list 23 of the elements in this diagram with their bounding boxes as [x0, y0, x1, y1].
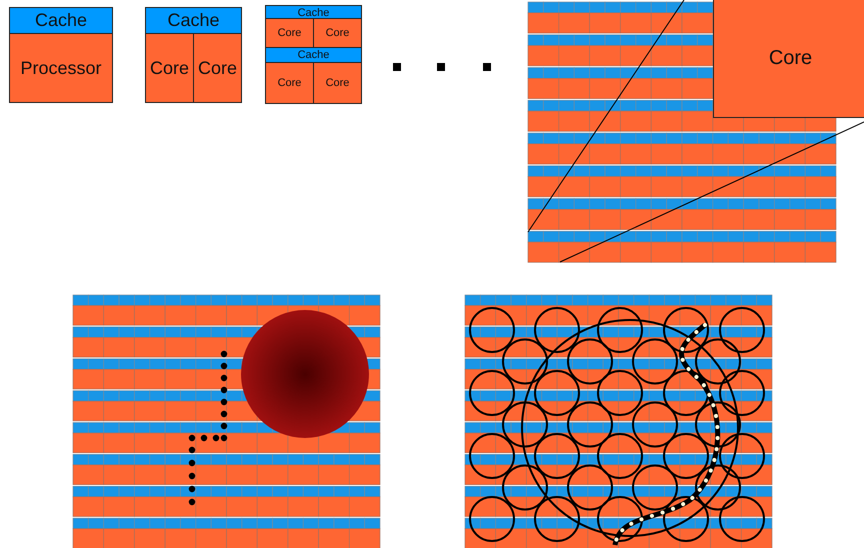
block-label: Cache: [298, 49, 330, 61]
block-label: Cache: [298, 6, 330, 18]
block-label: Core: [768, 46, 812, 70]
core-block: [265, 18, 314, 48]
core-block: [9, 33, 113, 103]
block-label: Core: [278, 77, 302, 89]
cache-block: [9, 7, 113, 34]
cache-block: [265, 47, 362, 63]
core-block: [145, 33, 194, 103]
core-block: [313, 62, 362, 104]
block-label: Processor: [20, 58, 102, 78]
cache-block: [145, 7, 242, 34]
core-block: [713, 0, 864, 118]
block-label: Cache: [34, 10, 88, 31]
core-block: [193, 33, 242, 103]
block-label: Cache: [167, 10, 220, 31]
block-label: Core: [278, 27, 302, 39]
block-label: Core: [198, 58, 237, 78]
block-label: Core: [326, 27, 350, 39]
core-block: [313, 18, 362, 48]
block-label: Core: [326, 77, 350, 89]
block-label: Core: [150, 58, 189, 78]
core-block: [265, 62, 314, 104]
